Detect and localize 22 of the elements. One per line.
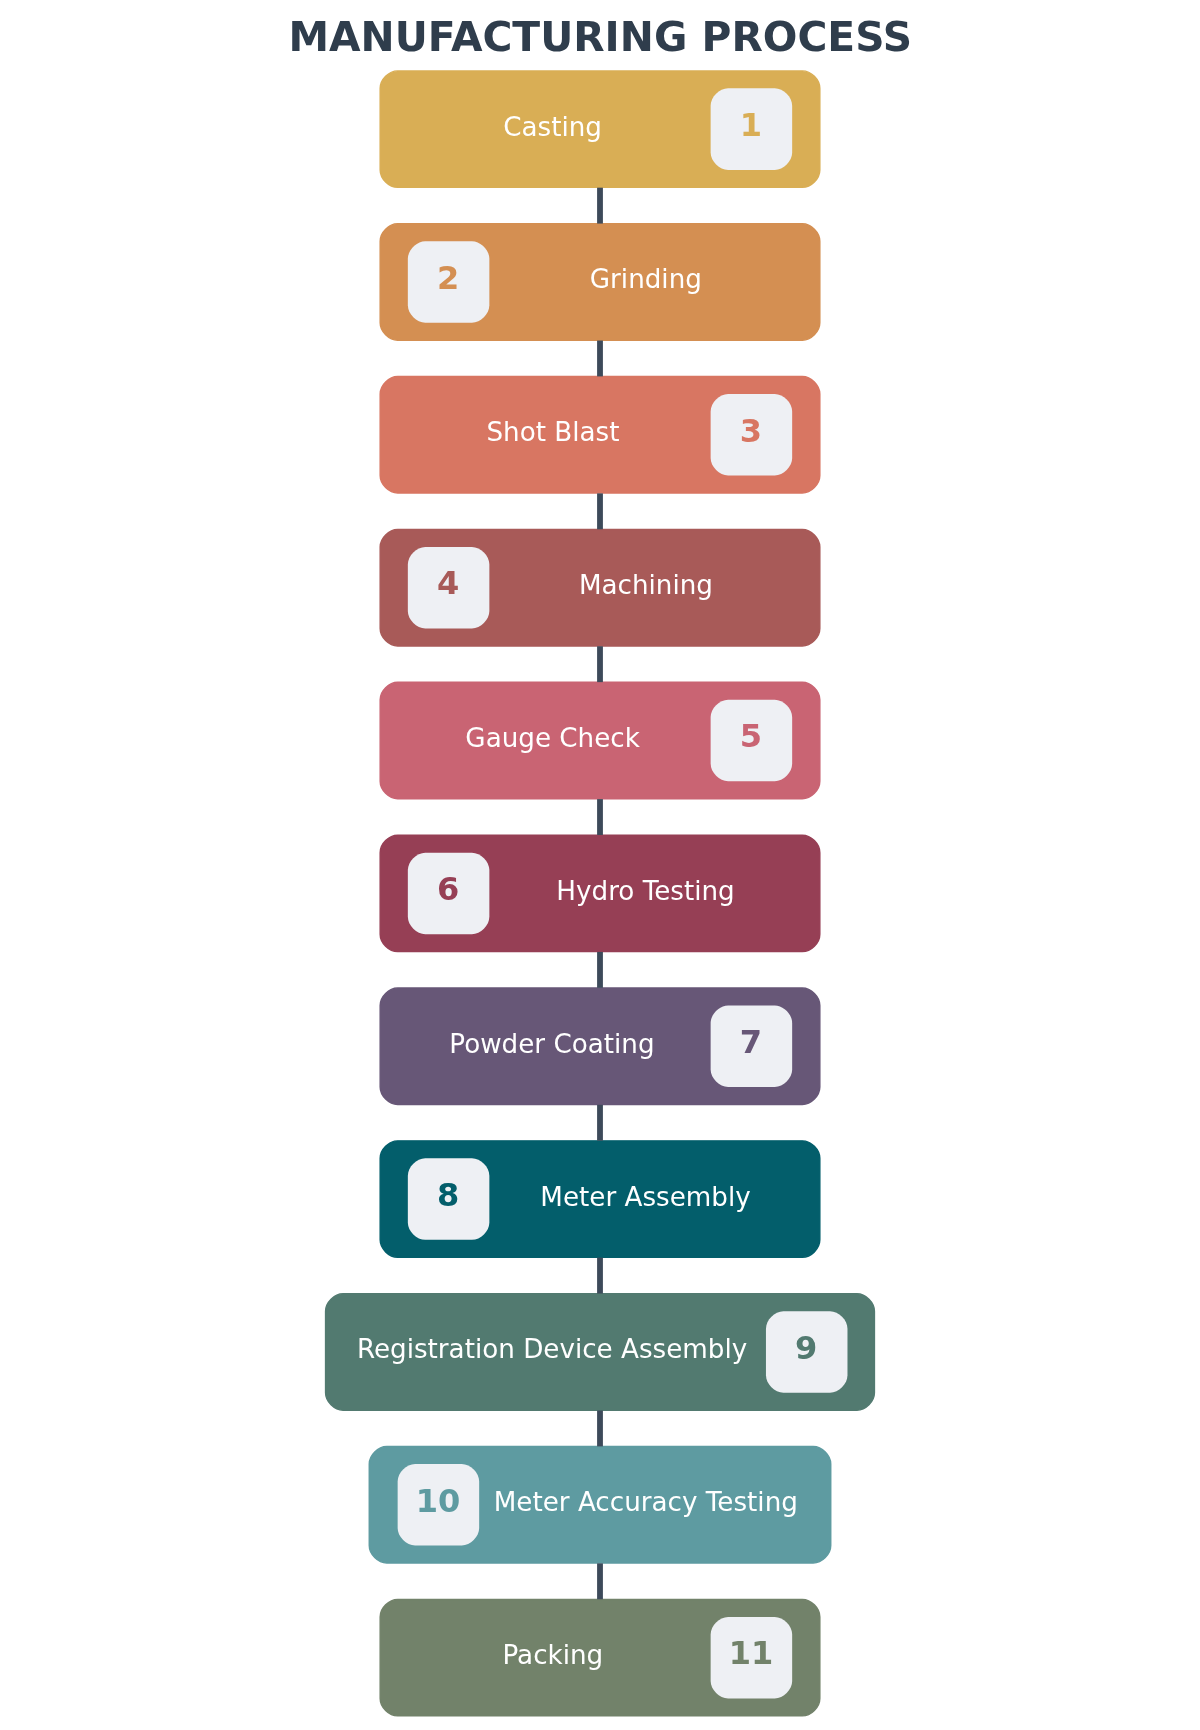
node-box: 2 Grinding [379,223,821,341]
diagram-title: MANUFACTURING PROCESS [288,13,913,62]
connector [597,187,603,224]
connector [597,951,603,988]
node-box: Shot Blast 3 [379,375,821,494]
node-box: 8 Meter Assembly [379,1140,821,1259]
connector [597,493,603,530]
node-box: Powder Coating 7 [379,987,821,1106]
node-box: Gauge Check 5 [379,681,821,800]
node-box: Casting 1 [379,70,821,189]
node-box: 6 Hydro Testing [379,834,821,953]
connector [597,340,603,377]
node-box: Registration Device Assembly 9 [324,1293,876,1411]
connector [597,646,603,683]
connector [597,1104,603,1141]
connector [597,1410,603,1447]
node-box: 4 Machining [379,528,821,647]
connector [597,799,603,835]
node-box: 10 Meter Accuracy Testing [368,1445,832,1564]
connector [597,1257,603,1294]
node-box: Packing 11 [379,1598,821,1717]
connector [597,1563,603,1600]
